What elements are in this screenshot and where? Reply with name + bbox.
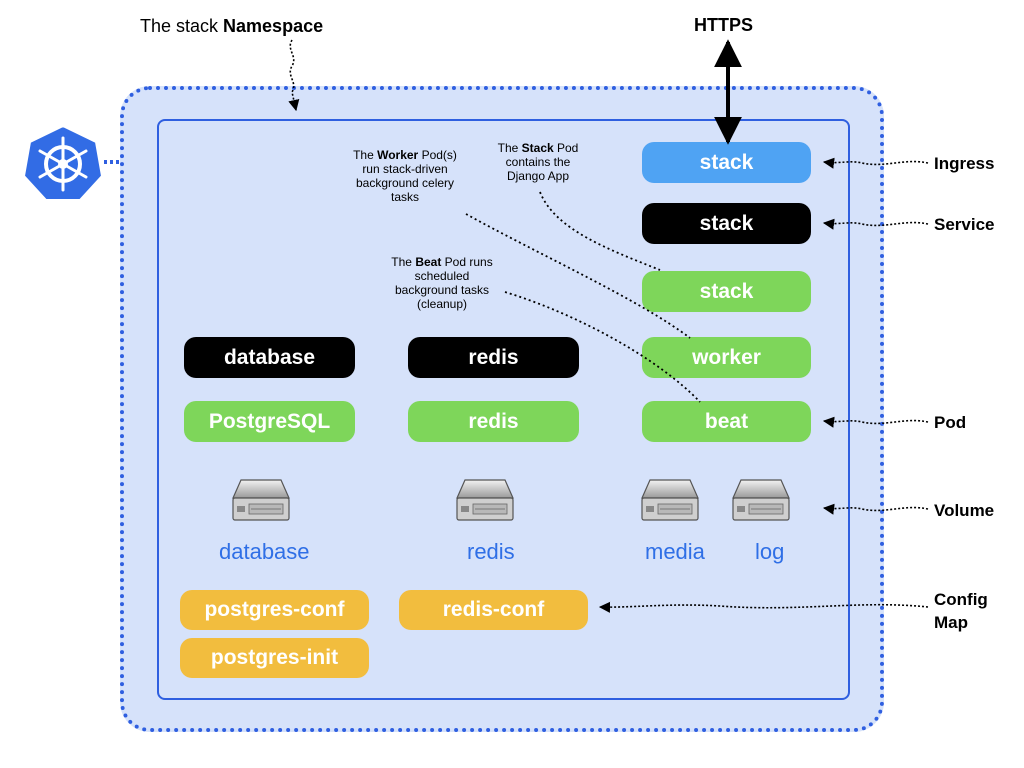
note-stack: The Stack Pod contains the Django App <box>486 141 590 183</box>
note-worker-post: Pod(s) run stack-driven background celer… <box>355 148 457 204</box>
namespace-arrow <box>288 39 300 112</box>
pod-worker: worker <box>642 337 811 378</box>
side-label-pod: Pod <box>934 413 967 432</box>
note-beat-connector <box>504 291 701 403</box>
namespace-title: The stack Namespace <box>140 16 323 37</box>
note-worker-bold: Worker <box>377 148 419 162</box>
side-label-configmap-2: Map <box>934 613 968 632</box>
side-label-volume: Volume <box>934 501 995 520</box>
log-server-icon <box>731 476 791 529</box>
note-stack-post: Pod contains the Django App <box>505 141 579 183</box>
note-worker-pre: The <box>353 148 378 162</box>
side-label-service: Service <box>934 215 995 234</box>
configmap-redis-conf: redis-conf <box>399 590 588 630</box>
note-stack-pre: The <box>497 141 522 155</box>
volume-arrow <box>822 503 929 515</box>
pod-beat: beat <box>642 401 811 442</box>
ingress-stack: stack <box>642 142 811 183</box>
configmap-arrow <box>598 601 929 613</box>
namespace-title-bold: Namespace <box>223 16 324 36</box>
pod-postgresql: PostgreSQL <box>184 401 355 442</box>
service-stack: stack <box>642 203 811 244</box>
volume-label-database: database <box>219 539 310 564</box>
note-beat: The Beat Pod runs scheduled background t… <box>382 255 502 311</box>
service-database: database <box>184 337 355 378</box>
redis-server-icon <box>455 476 515 529</box>
service-redis: redis <box>408 337 579 378</box>
volume-label-log: log <box>755 539 785 564</box>
https-label: HTTPS <box>694 15 754 35</box>
configmap-postgres-conf: postgres-conf <box>180 590 369 630</box>
kubernetes-wheel-icon <box>22 124 104 202</box>
ingress-arrow <box>822 157 929 169</box>
volume-label-redis: redis <box>467 539 515 564</box>
note-beat-pre: The <box>391 255 416 269</box>
note-beat-bold: Beat <box>415 255 442 269</box>
side-label-ingress: Ingress <box>934 154 995 173</box>
service-arrow <box>822 218 929 230</box>
note-worker: The Worker Pod(s) run stack-driven backg… <box>350 148 460 204</box>
note-stack-bold: Stack <box>521 141 554 155</box>
note-worker-connector <box>465 213 691 339</box>
pod-redis: redis <box>408 401 579 442</box>
pod-stack: stack <box>642 271 811 312</box>
configmap-postgres-init: postgres-init <box>180 638 369 678</box>
note-stack-connector <box>539 191 661 271</box>
pod-arrow <box>822 416 929 428</box>
media-server-icon <box>640 476 700 529</box>
database-server-icon <box>231 476 291 529</box>
namespace-title-prefix: The stack <box>140 16 224 36</box>
note-beat-post: Pod runs scheduled background tasks (cle… <box>394 255 493 311</box>
namespace-inner-boundary <box>157 119 850 700</box>
side-label-configmap-1: Config <box>934 590 988 609</box>
volume-label-media: media <box>645 539 705 564</box>
